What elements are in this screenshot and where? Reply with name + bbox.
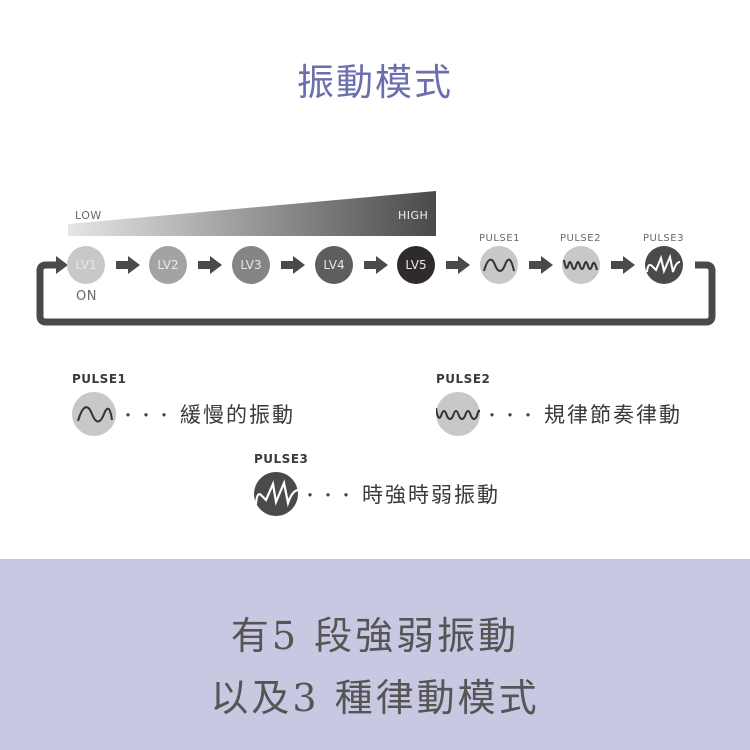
- legend-dots: ・・・: [484, 406, 539, 425]
- intensity-gradient-wedge: [68, 191, 436, 236]
- on-label: ON: [76, 289, 97, 304]
- slow-wave-icon: [483, 258, 515, 272]
- fast-wave-icon: [563, 259, 598, 271]
- low-label: LOW: [75, 209, 102, 222]
- legend-description: 時強時弱振動: [362, 483, 501, 507]
- mode-flow-diagram: [36, 191, 716, 326]
- legend-pulse2: PULSE2 ・・・ 規律節奏律動: [435, 372, 683, 436]
- banner-line-2: 以及3 種律動模式: [210, 676, 540, 720]
- node-lv3: LV3: [232, 246, 270, 284]
- legend-description: 規律節奏律動: [544, 403, 683, 427]
- summary-banner: 有5 段強弱振動 以及3 種律動模式: [0, 559, 750, 750]
- slow-wave-icon: [77, 406, 113, 423]
- fast-wave-icon: [435, 407, 481, 420]
- banner-line-1: 有5 段強弱振動: [230, 614, 520, 658]
- legend-title: PULSE1: [72, 372, 127, 386]
- irregular-wave-icon: [646, 253, 681, 275]
- loop-arrowhead-icon: [56, 256, 68, 274]
- legend-dots: ・・・: [120, 406, 175, 425]
- irregular-wave-icon: [254, 479, 299, 508]
- legend-title: PULSE3: [254, 452, 309, 466]
- step-arrows: [116, 256, 635, 274]
- legend-description: 緩慢的振動: [180, 403, 296, 427]
- legend-pulse1: PULSE1 ・・・ 緩慢的振動: [72, 372, 295, 436]
- legend-title: PULSE2: [436, 372, 491, 386]
- page-title: 振動模式: [297, 61, 453, 104]
- node-lv2: LV2: [149, 246, 187, 284]
- loop-return-line: [36, 261, 716, 326]
- node-lv1: LV1: [67, 246, 105, 284]
- high-label: HIGH: [398, 209, 429, 222]
- pulse2-node-label: PULSE2: [560, 233, 601, 244]
- node-lv4: LV4: [315, 246, 353, 284]
- pulse3-node-label: PULSE3: [643, 233, 684, 244]
- legend-dots: ・・・: [302, 486, 357, 505]
- legend-pulse3: PULSE3 ・・・ 時強時弱振動: [254, 452, 500, 516]
- pulse1-node-label: PULSE1: [479, 233, 520, 244]
- node-lv5: LV5: [397, 246, 435, 284]
